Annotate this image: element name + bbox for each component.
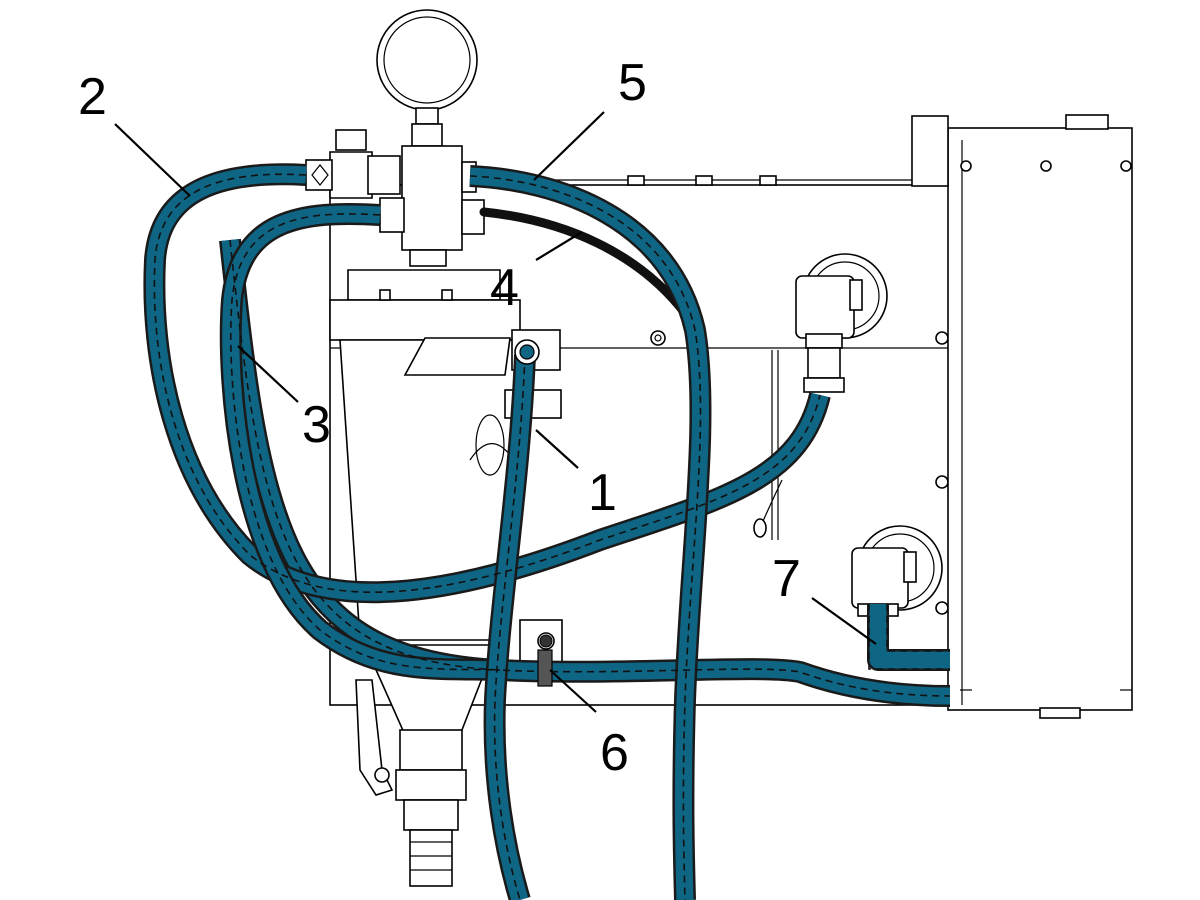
- callout-6: 6: [549, 669, 629, 782]
- hose-7: [869, 604, 950, 669]
- filter-bowl: [329, 269, 563, 887]
- callout-4: 4: [490, 231, 583, 317]
- hose-drain-4: [479, 207, 695, 325]
- callouts: 1 2 3 4 5 6 7: [78, 54, 877, 782]
- callout-label-2: 2: [78, 68, 107, 126]
- control-box: [911, 114, 1133, 719]
- callout-7: 7: [772, 550, 877, 645]
- callout-1: 1: [535, 429, 617, 522]
- control-box-body: [947, 127, 1133, 711]
- callout-5: 5: [533, 54, 647, 181]
- hoses: [143, 163, 951, 900]
- callout-label-3: 3: [302, 396, 331, 454]
- hose-1-end: [519, 344, 535, 360]
- hose-clamp: [537, 649, 553, 687]
- callout-label-5: 5: [618, 54, 647, 112]
- callout-label-6: 6: [600, 724, 629, 782]
- upper-connector: [795, 253, 888, 393]
- callout-2: 2: [78, 68, 191, 197]
- callout-label-1: 1: [588, 464, 617, 522]
- manifold-block: [305, 129, 485, 267]
- callout-label-7: 7: [772, 550, 801, 608]
- callout-3: 3: [237, 345, 331, 454]
- pressure-gauge: [376, 9, 478, 147]
- callout-label-4: 4: [490, 259, 519, 317]
